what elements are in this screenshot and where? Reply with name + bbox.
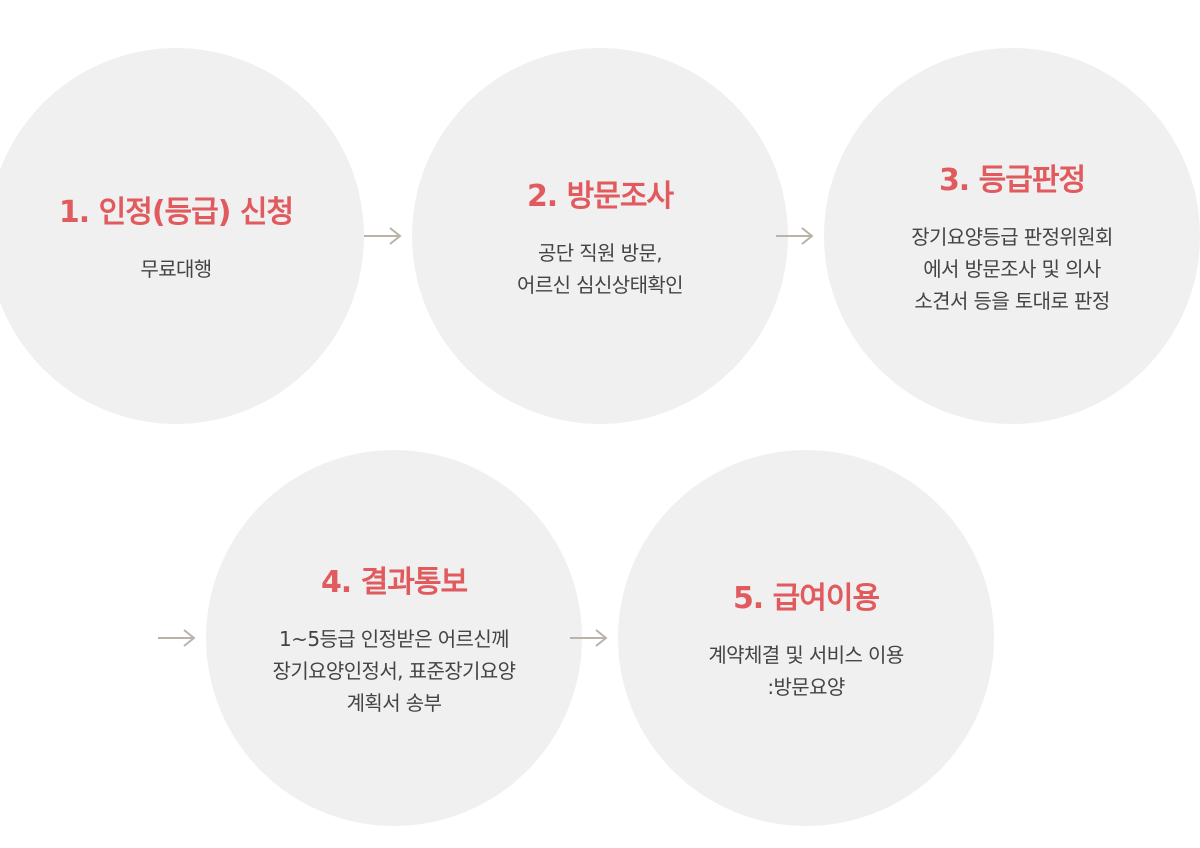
arrow-right-icon xyxy=(156,628,198,648)
step-1-desc: 무료대행 xyxy=(140,253,212,285)
arrow-right-icon xyxy=(774,226,816,246)
step-4-desc-line: 계획서 송부 xyxy=(346,691,442,715)
step-4-title: 4. 결과통보 xyxy=(320,565,468,600)
step-3-title: 3. 등급판정 xyxy=(938,163,1086,198)
step-4-desc-line: 장기요양인정서, 표준장기요양 xyxy=(272,659,517,683)
step-3-desc-line: 소견서 등을 토대로 판정 xyxy=(914,289,1110,313)
step-5-desc-line: :방문요양 xyxy=(767,675,845,699)
arrow-right-icon xyxy=(362,226,404,246)
step-5-circle: 5. 급여이용 계약체결 및 서비스 이용 :방문요양 xyxy=(618,450,994,826)
step-2-title: 2. 방문조사 xyxy=(526,179,674,214)
step-2-desc-line: 어르신 심신상태확인 xyxy=(517,273,684,297)
step-3-desc-line: 에서 방문조사 및 의사 xyxy=(923,257,1101,281)
step-3-desc-line: 장기요양등급 판정위원회 xyxy=(911,225,1113,249)
step-3-circle: 3. 등급판정 장기요양등급 판정위원회 에서 방문조사 및 의사 소견서 등을… xyxy=(824,48,1200,424)
step-1-circle: 1. 인정(등급) 신청 무료대행 xyxy=(0,48,364,424)
step-2-desc: 공단 직원 방문, 어르신 심신상태확인 xyxy=(517,237,684,301)
step-4-desc-line: 1~5등급 인정받은 어르신께 xyxy=(279,627,510,651)
step-3-desc: 장기요양등급 판정위원회 에서 방문조사 및 의사 소견서 등을 토대로 판정 xyxy=(911,221,1113,317)
step-2-desc-line: 공단 직원 방문, xyxy=(537,241,663,265)
step-1-desc-line: 무료대행 xyxy=(140,257,212,281)
arrow-right-icon xyxy=(568,628,610,648)
step-5-desc-line: 계약체결 및 서비스 이용 xyxy=(708,643,904,667)
step-4-circle: 4. 결과통보 1~5등급 인정받은 어르신께 장기요양인정서, 표준장기요양 … xyxy=(206,450,582,826)
step-2-circle: 2. 방문조사 공단 직원 방문, 어르신 심신상태확인 xyxy=(412,48,788,424)
step-1-title: 1. 인정(등급) 신청 xyxy=(58,195,294,230)
step-4-desc: 1~5등급 인정받은 어르신께 장기요양인정서, 표준장기요양 계획서 송부 xyxy=(272,623,517,719)
step-5-title: 5. 급여이용 xyxy=(732,581,880,616)
step-5-desc: 계약체결 및 서비스 이용 :방문요양 xyxy=(708,639,904,703)
